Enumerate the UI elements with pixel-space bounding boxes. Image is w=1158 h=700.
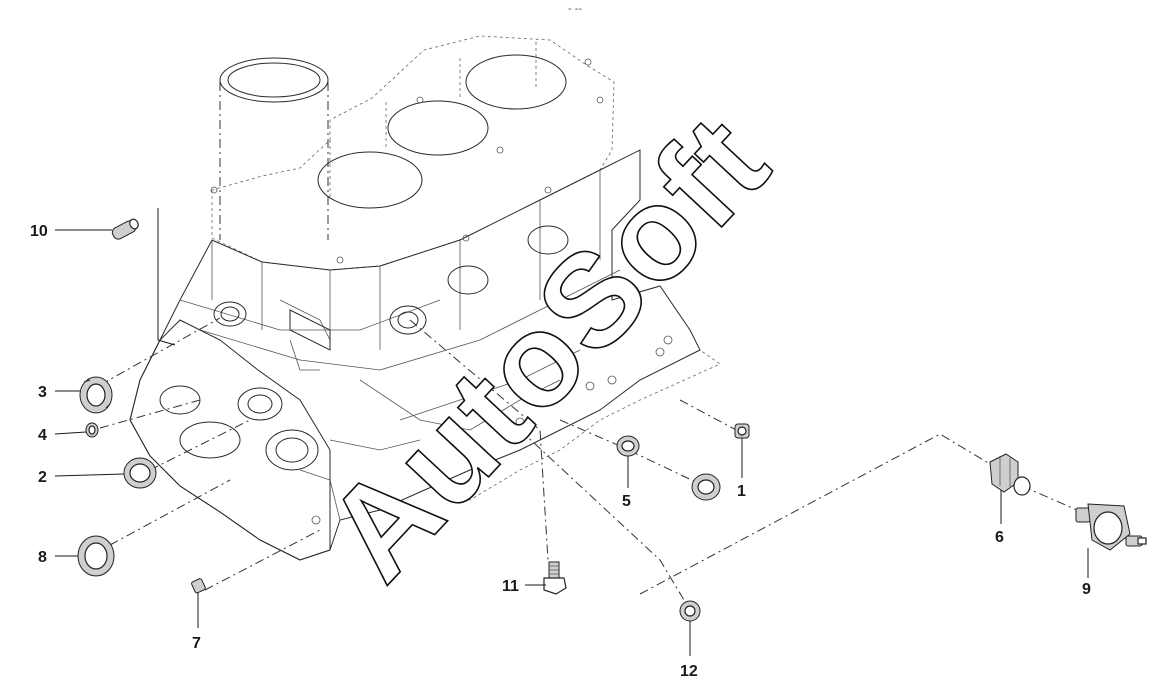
cylinder-liner — [219, 57, 329, 240]
callout-7: 7 — [192, 635, 201, 652]
dowel-pin-10 — [111, 218, 139, 240]
plug-4 — [85, 422, 99, 438]
callout-1: 1 — [737, 483, 746, 500]
plug-7 — [191, 578, 206, 594]
callout-labels: 10 3 4 2 8 7 11 12 5 1 6 9 — [30, 223, 1091, 680]
callout-2: 2 — [38, 469, 47, 486]
washer-12 — [679, 600, 701, 622]
seal-ring-8 — [77, 535, 115, 577]
top-mark: - -- — [568, 3, 582, 15]
front-plate — [129, 319, 331, 561]
callout-5: 5 — [622, 493, 631, 510]
callout-4: 4 — [38, 427, 47, 444]
pressure-switch-9 — [1075, 503, 1147, 551]
seal-ring-3 — [79, 376, 113, 414]
callout-6: 6 — [995, 529, 1004, 546]
cylinder-block-drawing — [129, 35, 721, 561]
block-bolt-holes — [210, 58, 673, 525]
callout-9: 9 — [1082, 581, 1091, 598]
bolt-11 — [543, 561, 567, 595]
adapter-6 — [989, 453, 1031, 496]
callout-12: 12 — [680, 663, 698, 680]
cylinder-bore-4 — [465, 54, 567, 110]
plug-1 — [734, 423, 750, 439]
callout-11: 11 — [502, 578, 519, 595]
seal-ring-5 — [616, 435, 721, 501]
seal-ring-2 — [123, 457, 157, 489]
autosoft-watermark: AutoSoft — [298, 88, 796, 607]
cylinder-bore-2 — [317, 151, 423, 209]
callout-3: 3 — [38, 384, 47, 401]
callout-8: 8 — [38, 549, 47, 566]
leader-lines — [54, 229, 1089, 656]
cylinder-bore-3 — [387, 100, 489, 156]
assembly-lines — [99, 208, 1101, 611]
callout-10: 10 — [30, 223, 48, 240]
